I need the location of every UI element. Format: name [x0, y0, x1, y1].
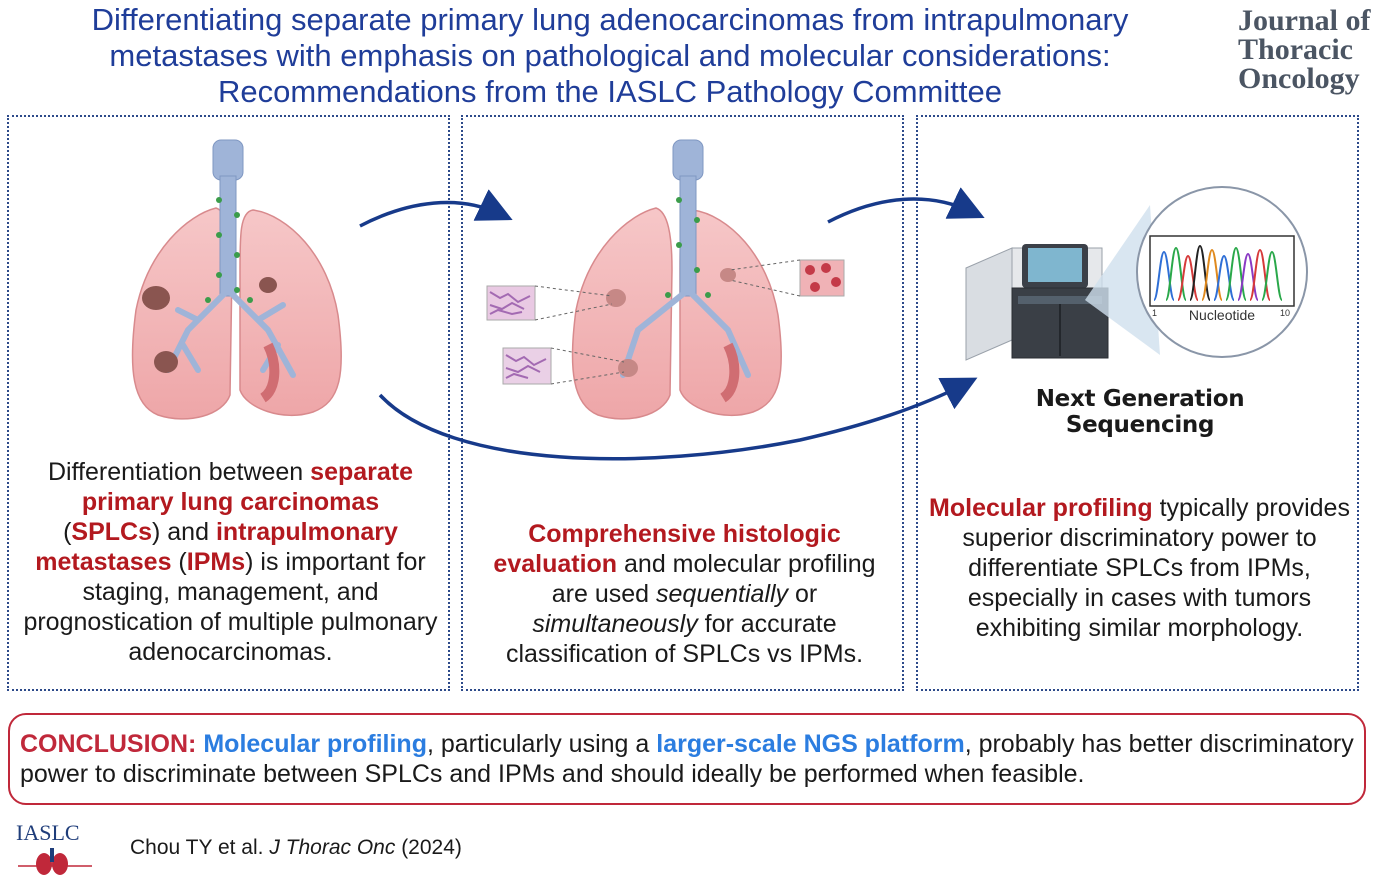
journal-logo-line-3: Oncology: [1238, 62, 1360, 95]
chromatogram-axis-label: Nucleotide: [1189, 307, 1255, 323]
text-segment: (: [63, 518, 72, 546]
lungs-illustration-2: [571, 139, 783, 420]
title-line-2: metastases with emphasis on pathological…: [109, 38, 1111, 73]
panel-molecular: Molecular profiling typically provides s…: [916, 115, 1359, 691]
journal-logo: Journal of Thoracic Oncology: [1238, 4, 1378, 95]
title-line-3: Recommendations from the IASLC Pathology…: [218, 74, 1002, 109]
lungs-illustration-1: [131, 139, 343, 420]
emphasis-molecular: Molecular profiling: [929, 494, 1153, 522]
text-segment: or: [788, 580, 818, 608]
panel-histology: Comprehensive histologic evaluation and …: [461, 115, 904, 691]
text-segment: ) and: [152, 518, 216, 546]
text-segment: typically provides superior discriminato…: [962, 494, 1350, 642]
panel3-description: Molecular profiling typically provides s…: [928, 493, 1351, 643]
histology-inset-right: [729, 259, 845, 297]
page-title: Differentiating separate primary lung ad…: [20, 2, 1200, 110]
text-segment: Differentiation between: [47, 458, 311, 486]
panel-differentiation: Differentiation between separate primary…: [7, 115, 450, 691]
citation-journal: J Thorac Onc: [269, 836, 396, 859]
panel2-description: Comprehensive histologic evaluation and …: [473, 519, 896, 669]
text-segment: for accurate classification of SPLCs vs …: [505, 610, 864, 668]
histology-inset-lower: [502, 347, 625, 385]
text-segment: , probably has better discriminatory pow…: [20, 730, 1354, 788]
iaslc-logo-text: IASLC: [16, 820, 80, 845]
arrow-panel1-to-panel3: [378, 377, 978, 461]
journal-logo-line-2: Thoracic: [1238, 33, 1353, 66]
text-segment: , particularly using a: [426, 730, 657, 758]
emphasis-histologic: Comprehensive histologic evaluation: [493, 520, 841, 578]
emphasis-splcs-abbrev: SPLCs: [71, 518, 152, 546]
citation-authors: Chou TY et al.: [130, 836, 270, 859]
emphasis-ipm: intrapulmonary metastases: [35, 518, 398, 576]
arrow-panel2-to-panel3: [827, 187, 985, 224]
arrow-panel1-to-panel2: [359, 189, 513, 228]
title-line-1: Differentiating separate primary lung ad…: [91, 2, 1129, 37]
emphasis-splc: separate primary lung carcinomas: [81, 458, 414, 516]
text-segment: ) is important for staging, management, …: [23, 548, 438, 666]
italic-simultaneously: simultaneously: [532, 610, 698, 638]
journal-logo-line-1: Journal of: [1238, 4, 1371, 37]
conclusion-box: CONCLUSION: Molecular profiling, particu…: [8, 713, 1366, 805]
citation: Chou TY et al. J Thorac Onc (2024): [130, 836, 462, 860]
chromatogram-tick-start: 1: [1152, 308, 1157, 318]
emphasis-ngs-platform: larger-scale NGS platform: [656, 730, 965, 758]
emphasis-ipms-abbrev: IPMs: [186, 548, 246, 576]
emphasis-molecular-profiling: Molecular profiling: [203, 730, 427, 758]
iaslc-lungs-icon: [18, 848, 92, 875]
ngs-label: Next Generation Sequencing: [1035, 386, 1245, 438]
text-segment: (: [171, 548, 187, 576]
histology-inset-upper: [486, 285, 613, 321]
chromatogram-tick-end: 10: [1280, 308, 1290, 318]
sequencer-machine-icon: [965, 244, 1109, 361]
panel1-description: Differentiation between separate primary…: [19, 457, 442, 667]
chromatogram-magnifier: 1 10 Nucleotide: [1136, 186, 1308, 358]
text-segment: and molecular profiling are used: [551, 550, 876, 608]
iaslc-logo: IASLC: [16, 820, 96, 880]
conclusion-label: CONCLUSION:: [20, 730, 197, 758]
italic-sequentially: sequentially: [656, 580, 789, 608]
citation-year: (2024): [395, 836, 462, 859]
